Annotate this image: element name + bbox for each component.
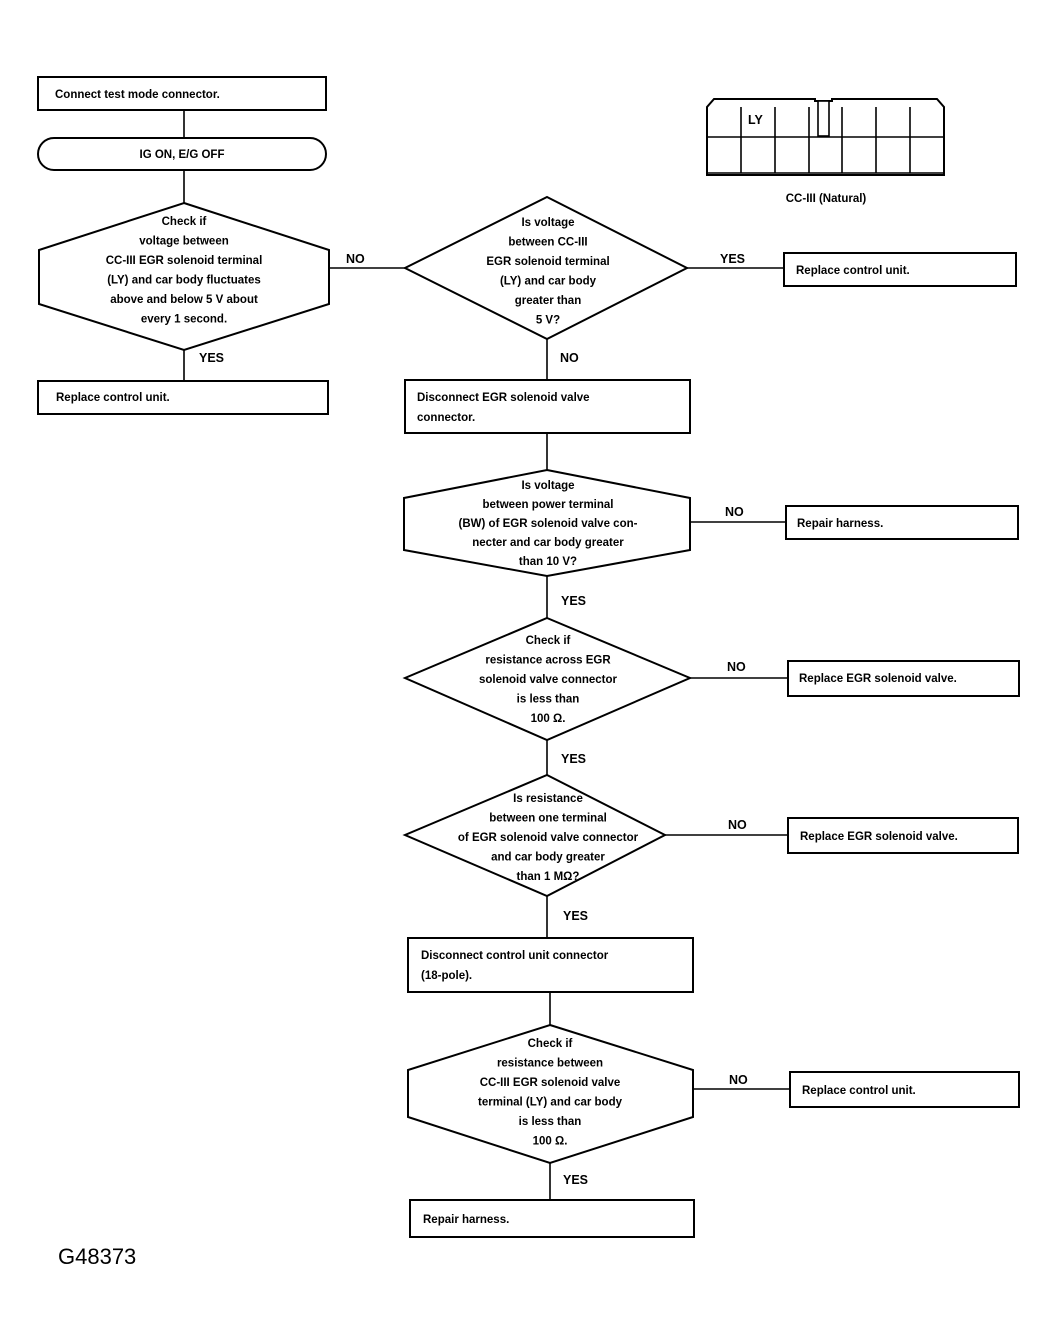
decision-is-resistance-1m: Is resistance between one terminal of EGR … <box>402 773 668 898</box>
decision-text: Check if resistance across EGR solenoid va… <box>479 635 618 725</box>
no-label: NO <box>725 505 744 519</box>
text-line: between CC-III <box>508 237 587 249</box>
text-line: CC-III EGR solenoid valve <box>480 1077 621 1089</box>
connector-pin-label: LY <box>748 113 763 127</box>
text-line: solenoid valve connector <box>479 674 618 686</box>
step-text: Replace EGR solenoid valve. <box>800 831 958 843</box>
yes-label: YES <box>561 752 586 766</box>
text-line: (LY) and car body fluctuates <box>107 275 261 287</box>
text-line: every 1 second. <box>141 314 227 326</box>
step-text: Connect test mode connector. <box>55 89 220 101</box>
text-line: Disconnect EGR solenoid valve <box>417 392 590 404</box>
step-replace-egr-valve-2: Replace EGR solenoid valve. <box>787 817 1019 854</box>
text-line: Is resistance <box>513 793 583 805</box>
text-line: than 10 V? <box>519 556 577 568</box>
step-text: Disconnect control unit connector (18-pol… <box>421 950 609 982</box>
text-line: voltage between <box>139 236 228 248</box>
text-line: 100 Ω. <box>531 713 566 725</box>
no-label: NO <box>346 252 365 266</box>
text-line: is less than <box>517 694 580 706</box>
text-line: resistance between <box>497 1058 603 1070</box>
step-ig-on: IG ON, E/G OFF <box>37 137 327 171</box>
step-repair-harness-1: Repair harness. <box>785 505 1019 540</box>
step-replace-control-unit-1: Replace control unit. <box>37 380 329 415</box>
text-line: than 1 MΩ? <box>517 871 580 883</box>
text-line: Disconnect control unit connector <box>421 950 609 962</box>
figure-id: G48373 <box>58 1244 136 1269</box>
decision-text: Is resistance between one terminal of EGR … <box>458 793 639 883</box>
text-line: resistance across EGR <box>485 655 611 667</box>
step-replace-control-unit-3: Replace control unit. <box>789 1071 1020 1108</box>
text-line: and car body greater <box>491 852 605 864</box>
step-text: Replace control unit. <box>802 1085 916 1097</box>
step-text: Replace control unit. <box>796 265 910 277</box>
step-disconnect-control-unit: Disconnect control unit connector (18-pol… <box>407 937 694 993</box>
step-text: Replace EGR solenoid valve. <box>799 673 957 685</box>
decision-is-voltage-5v: Is voltage between CC-III EGR solenoid ter… <box>402 195 690 341</box>
yes-label: YES <box>720 252 745 266</box>
text-line: is less than <box>519 1116 582 1128</box>
text-line: greater than <box>515 295 581 307</box>
text-line: Check if <box>528 1038 573 1050</box>
text-line: CC-III EGR solenoid terminal <box>106 255 263 267</box>
yes-label: YES <box>563 1173 588 1187</box>
step-connect-test-mode: Connect test mode connector. <box>37 76 327 111</box>
text-line: Check if <box>526 635 571 647</box>
no-label: NO <box>727 660 746 674</box>
text-line: 100 Ω. <box>533 1136 568 1148</box>
text-line: terminal (LY) and car body <box>478 1097 623 1109</box>
no-label: NO <box>560 351 579 365</box>
step-replace-control-unit-2: Replace control unit. <box>783 252 1017 287</box>
step-text: IG ON, E/G OFF <box>140 149 225 161</box>
text-line: necter and car body greater <box>472 537 624 549</box>
step-text: Repair harness. <box>423 1214 509 1226</box>
decision-is-voltage-10v: Is voltage between power terminal (BW) of … <box>403 468 691 578</box>
text-line: connector. <box>417 412 475 424</box>
text-line: between power terminal <box>482 499 613 511</box>
decision-check-resistance-100: Check if resistance across EGR solenoid va… <box>402 616 693 742</box>
text-line: of EGR solenoid valve connector <box>458 832 639 844</box>
text-line: above and below 5 V about <box>110 294 258 306</box>
text-line: (18-pole). <box>421 970 472 982</box>
no-label: NO <box>728 818 747 832</box>
text-line: (BW) of EGR solenoid valve con- <box>459 518 638 530</box>
text-line: Check if <box>162 216 207 228</box>
no-label: NO <box>729 1073 748 1087</box>
text-line: Is voltage <box>521 217 574 229</box>
branch-labels: NO YES YES NO NO YES NO YES NO YES NO YE… <box>199 252 748 1187</box>
step-repair-harness-2: Repair harness. <box>409 1199 695 1238</box>
decision-text: Is voltage between CC-III EGR solenoid ter… <box>486 217 609 327</box>
step-replace-egr-valve-1: Replace EGR solenoid valve. <box>787 660 1020 697</box>
connector-diagram: LY CC-III (Natural) <box>706 98 945 205</box>
text-line: between one terminal <box>489 813 607 825</box>
text-line: Is voltage <box>521 480 574 492</box>
step-text: Replace control unit. <box>56 392 170 404</box>
flow-lines <box>183 110 790 1200</box>
step-text: Disconnect EGR solenoid valve connector. <box>417 392 590 424</box>
yes-label: YES <box>561 594 586 608</box>
step-text: Repair harness. <box>797 518 883 530</box>
step-disconnect-egr-connector: Disconnect EGR solenoid valve connector. <box>404 379 691 434</box>
decision-text: Is voltage between power terminal (BW) of … <box>459 480 638 568</box>
text-line: 5 V? <box>536 315 560 327</box>
yes-label: YES <box>199 351 224 365</box>
yes-label: YES <box>563 909 588 923</box>
text-line: (LY) and car body <box>500 276 597 288</box>
connector-caption: CC-III (Natural) <box>786 193 867 205</box>
text-line: EGR solenoid terminal <box>486 256 609 268</box>
